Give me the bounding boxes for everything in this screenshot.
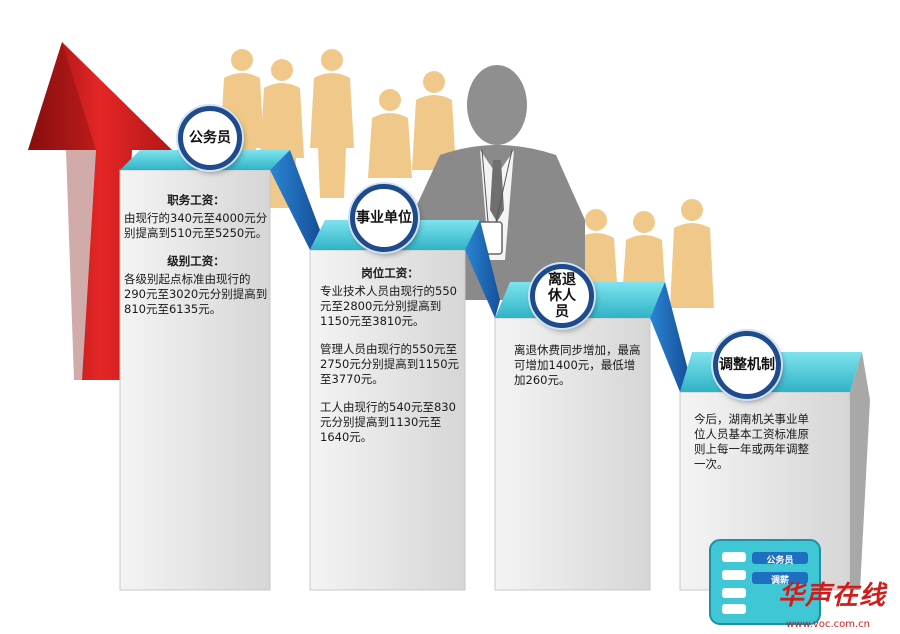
step-1-body-2: 各级别起点标准由现行的290元至3020元分别提高到810元至6135元。 bbox=[124, 272, 268, 316]
step-4-body-1: 今后，湖南机关事业单位人员基本工资标准原则上每一年或两年调整一次。 bbox=[694, 412, 809, 471]
step-3-text: 离退休费同步增加，最高可增加1400元，最低增加260元。 bbox=[514, 343, 642, 401]
step-3-badge: 离退休人员 bbox=[530, 264, 594, 328]
step-2-body-3: 工人由现行的540元至830元分别提高到1130元至1640元。 bbox=[320, 400, 456, 444]
step-4-badge: 调整机制 bbox=[713, 331, 781, 399]
step-2-heading-1: 岗位工资： bbox=[361, 266, 419, 280]
step-2-body-2: 管理人员由现行的550元至2750元分别提高到1150元至3770元。 bbox=[320, 342, 460, 386]
step-2-badge: 事业单位 bbox=[350, 184, 418, 252]
salary-machine-icon bbox=[709, 539, 821, 625]
watermark-url: www.voc.com.cn bbox=[786, 619, 870, 630]
machine-label-1: 公务员 bbox=[766, 556, 794, 566]
watermark-logo: 华声在线 bbox=[777, 581, 886, 611]
step-1-heading-1: 职务工资： bbox=[167, 193, 225, 207]
step-3-body-1: 离退休费同步增加，最高可增加1400元，最低增加260元。 bbox=[514, 343, 641, 387]
step-2-text: 岗位工资： 专业技术人员由现行的550元至2800元分别提高到1150元至3810… bbox=[320, 266, 460, 458]
step-4-text: 今后，湖南机关事业单位人员基本工资标准原则上每一年或两年调整一次。 bbox=[694, 412, 810, 485]
step-2-body-1: 专业技术人员由现行的550元至2800元分别提高到1150元至3810元。 bbox=[320, 284, 457, 328]
step-1-text: 职务工资： 由现行的340元至4000元分别提高到510元至5250元。 级别工资… bbox=[124, 193, 268, 330]
step-1-body-1: 由现行的340元至4000元分别提高到510元至5250元。 bbox=[124, 211, 268, 240]
step-1-heading-2: 级别工资： bbox=[167, 254, 225, 268]
step-1-badge: 公务员 bbox=[178, 106, 242, 170]
up-arrow-icon bbox=[28, 42, 172, 380]
machine-label-2: 调薪 bbox=[770, 576, 789, 586]
